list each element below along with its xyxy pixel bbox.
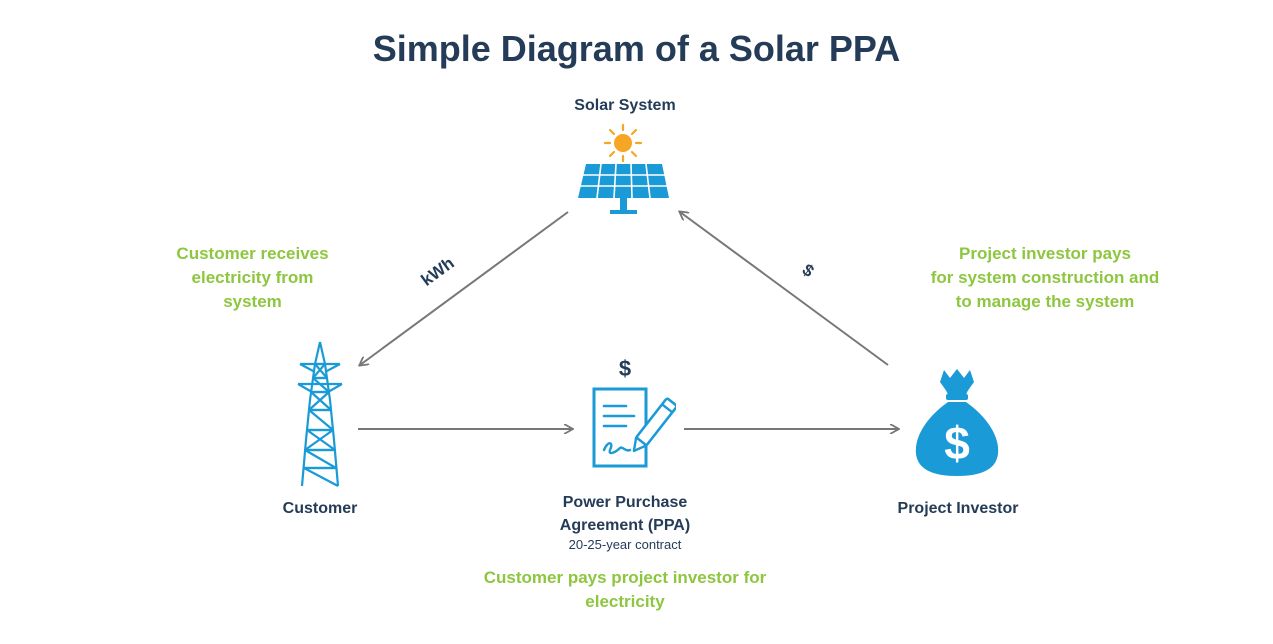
solar-system-label: Solar System [574, 97, 676, 114]
transmission-tower-icon [297, 341, 343, 487]
customer-label: Customer [282, 500, 358, 517]
note-customer-receives: Customer receives electricity from syste… [176, 244, 329, 311]
arrow-solar-to-customer [360, 211, 569, 365]
ppa-sublabel: 20-25-year contract [568, 537, 682, 552]
arrow-investor-to-solar [680, 212, 889, 366]
note-investor-pays: Project investor pays for system constru… [930, 244, 1160, 311]
money-bag-icon: $ [915, 369, 999, 476]
ppa-label: Power Purchase Agreement (PPA) [559, 494, 691, 534]
page-title: Simple Diagram of a Solar PPA [372, 28, 901, 69]
ppa-dollar-symbol: $ [618, 356, 632, 381]
project-investor-label: Project Investor [897, 500, 1019, 517]
signed-contract-icon [592, 387, 676, 468]
solar-panel-sun-icon [578, 123, 669, 214]
money-bag-dollar-symbol: $ [944, 417, 970, 469]
note-customer-pays: Customer pays project investor for elect… [483, 568, 767, 611]
